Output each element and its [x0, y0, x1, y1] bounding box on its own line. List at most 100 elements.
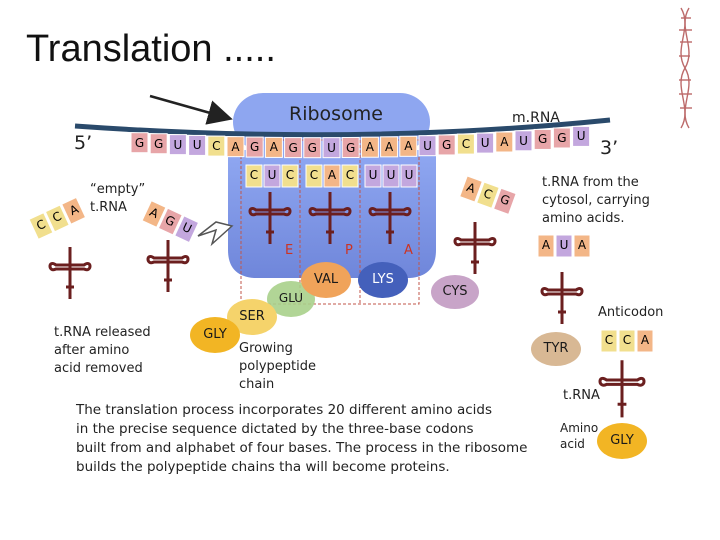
trna-label: t.RNA [563, 388, 600, 403]
gly-blob [190, 317, 240, 353]
anticodon-a-tile [364, 164, 382, 188]
anticodon-a-tile [400, 164, 418, 188]
incoming-trna-tile [459, 175, 483, 203]
mrna-strand [74, 117, 611, 138]
mrna-base-tile [495, 131, 514, 153]
three-prime-label: 3’ [600, 137, 619, 159]
mrna-base-tile [572, 125, 591, 147]
anticodon-tiles [28, 164, 654, 353]
trna-a-site [368, 192, 412, 244]
mrna-label: m.RNA [512, 110, 560, 126]
gly-legend-blob [597, 423, 647, 459]
released-line: acid removed [54, 361, 143, 376]
cys-blob [431, 275, 479, 309]
growing-line: polypeptide [239, 359, 316, 374]
caption: The translation process incorporates 20 … [76, 401, 528, 477]
mrna-base-letter: U [480, 136, 490, 151]
trna-p-site [308, 192, 352, 244]
released-line: after amino [54, 343, 130, 358]
cytosol-line: cytosol, carrying [542, 193, 650, 208]
release-arrow-icon [197, 221, 234, 247]
mrna-base-letter: G [288, 140, 298, 155]
anticodon-e-tile [263, 164, 281, 188]
mrna-base-letter: U [192, 138, 202, 153]
anticodon-e-tile [281, 164, 299, 188]
val-blob [301, 262, 351, 298]
lys-label: LYS [372, 272, 394, 287]
dna-helix-icon [679, 7, 692, 129]
mrna-base-letter: G [346, 140, 356, 155]
gly-legend-label: GLY [610, 433, 634, 448]
mrna-base-tile [226, 136, 245, 158]
mrna-base-letter: U [576, 129, 586, 144]
anticodon-p-letter: C [309, 168, 319, 182]
mrna-base-letter: G [557, 130, 567, 145]
caption-line: builds the polypeptide chains tha will b… [76, 459, 450, 475]
released-trna-2-tile [141, 199, 167, 229]
mrna-base-letter: G [134, 135, 145, 150]
mrna-base-tile [168, 134, 187, 156]
legend-trna-letter: A [640, 333, 650, 347]
amino-acid-blobs [190, 262, 647, 459]
mrna-base-letter: A [384, 139, 394, 154]
legend-trna-letter: C [604, 333, 614, 347]
lys-blob [358, 262, 408, 298]
trna-legend [598, 360, 646, 418]
mrna-base-letter: U [327, 140, 336, 155]
mrna-base-letter: U [519, 133, 528, 148]
mrna-base-letter: A [231, 139, 240, 154]
anticodon-p-tile [323, 164, 341, 188]
cys-label: CYS [442, 284, 468, 299]
glu-blob [267, 281, 315, 317]
mrna-base-tile [264, 136, 283, 158]
mrna-base-letter: G [307, 140, 317, 155]
incoming-trna-tile [492, 187, 517, 216]
tyr-trna-tile [537, 234, 555, 258]
mrna-base-tile [380, 136, 399, 158]
cytosol-label: t.RNA from the cytosol, carrying amino a… [542, 174, 650, 228]
released-trna-2-tile [157, 207, 183, 236]
caption-line: The translation process incorporates 20 … [76, 402, 492, 418]
growing-line: Growing [239, 341, 293, 356]
released-trna-1-tile [28, 211, 54, 241]
trna-released-2 [146, 240, 190, 292]
tyr-trna-tile [555, 234, 573, 258]
cytosol-line: t.RNA from the [542, 175, 639, 190]
anticodon-a-letter: U [386, 168, 396, 182]
caption-line: in the precise sequence dictated by the … [76, 421, 474, 437]
mrna-base-letter: G [442, 137, 452, 152]
tyr-trna-letter: A [577, 238, 587, 252]
trna-e-site [248, 192, 292, 244]
trna-released-1 [48, 247, 92, 299]
mrna-base-tile [399, 135, 418, 157]
five-prime-label: 5’ [74, 132, 93, 154]
trna-molecules [48, 192, 646, 418]
mrna-base-tile [476, 132, 495, 154]
mrna-base-tile [188, 134, 207, 156]
mrna-base-letter: U [173, 137, 183, 152]
tyr-trna-letter: A [541, 238, 551, 252]
anticodon-e-letter: C [249, 168, 259, 182]
amino-acid-line: acid [560, 437, 585, 451]
growing-chain-label: Growing polypeptide chain [239, 340, 316, 394]
tyr-trna-tile [573, 234, 591, 258]
anticodon-p-letter: C [345, 168, 355, 182]
anticodon-p-tile [305, 164, 323, 188]
gly-label: GLY [203, 327, 227, 342]
mrna-base-tile [552, 127, 571, 149]
legend-trna-tile [636, 329, 654, 353]
released-line: t.RNA released [54, 325, 151, 340]
trna-tyr [540, 272, 584, 324]
mrna-base-tile [514, 130, 533, 152]
mrna-base-letter: C [212, 139, 221, 154]
mrna-base-tile [284, 137, 303, 159]
mrna-bases [130, 125, 591, 159]
direction-arrow-icon [149, 94, 233, 125]
cytosol-line: amino acids. [542, 211, 625, 226]
mrna-base-tile [341, 137, 360, 159]
anticodon-p-letter: A [327, 168, 337, 182]
mrna-base-letter: A [269, 140, 278, 155]
tyr-trna-letter: U [559, 238, 569, 252]
anticodon-a-tile [382, 164, 400, 188]
